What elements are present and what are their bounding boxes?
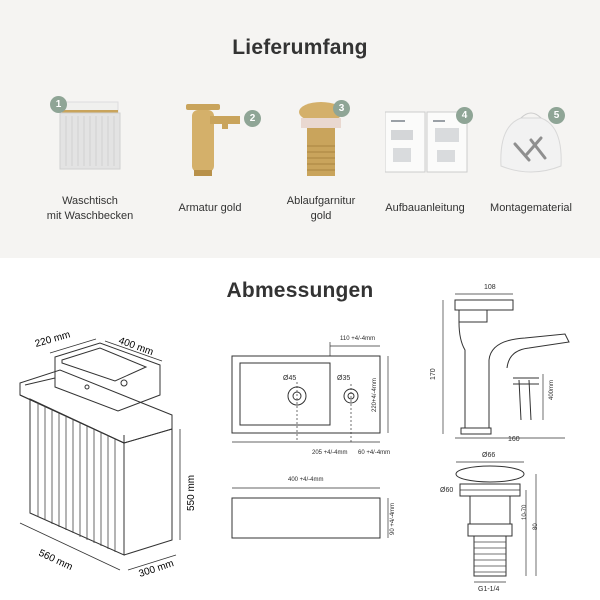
top-height-label: 220+4/-4mm bbox=[372, 378, 378, 412]
drain-plug-icon bbox=[281, 96, 361, 186]
faucet-top-label: 108 bbox=[484, 284, 496, 291]
scope-item-manual: 4 Aufbauanleitung bbox=[365, 96, 485, 256]
faucet-base-label: 160 bbox=[508, 436, 520, 443]
vanity-cabinet-icon bbox=[50, 96, 130, 186]
item-caption: Montagematerial bbox=[471, 201, 591, 216]
cabinet-labels: 220 mm 400 mm 550 mm 560 mm 300 mm bbox=[34, 329, 197, 580]
manual-icon bbox=[384, 96, 468, 186]
caption-line: Ablaufgarnitur bbox=[286, 195, 356, 207]
caption-line: Montagematerial bbox=[490, 202, 572, 214]
drain-thread-label: G1-1/4 bbox=[478, 586, 500, 593]
left-offset-label: 205 +4/-4mm bbox=[312, 450, 348, 456]
item-caption: Ablaufgarnitur gold bbox=[261, 194, 381, 224]
basin-width-label: 400 mm bbox=[117, 335, 155, 358]
drain-mid-label: Ø60 bbox=[440, 487, 454, 494]
basin-front-drawing bbox=[231, 487, 389, 539]
hardware-bag-icon bbox=[491, 96, 571, 186]
faucet-height-label: 170 bbox=[430, 368, 437, 380]
front-height-label: 90 +4/-4mm bbox=[390, 502, 396, 535]
faucet-drawing bbox=[442, 293, 570, 439]
item-number-badge: 2 bbox=[244, 110, 261, 127]
hole-2-label: Ø35 bbox=[337, 375, 351, 382]
drain-range-label: 10-70 bbox=[522, 504, 528, 520]
faucet-icon bbox=[170, 96, 250, 186]
scope-item-faucet: 2 Armatur gold bbox=[150, 96, 270, 256]
caption-line: gold bbox=[310, 210, 332, 222]
caption-line: Aufbauanleitung bbox=[385, 202, 465, 214]
drain-top-label: Ø66 bbox=[482, 452, 496, 459]
scope-item-drain: 3 Ablaufgarnitur gold bbox=[261, 96, 381, 256]
scope-item-hardware: 5 Montagematerial bbox=[471, 96, 591, 256]
item-number-badge: 3 bbox=[333, 100, 350, 117]
item-caption: Waschtisch mit Waschbecken bbox=[30, 194, 150, 224]
width-label: 560 mm bbox=[37, 548, 74, 573]
cabinet-drawing bbox=[19, 338, 181, 571]
item-number-badge: 1 bbox=[50, 96, 67, 113]
drain-drawing bbox=[455, 461, 537, 583]
drain-total-label: 80 bbox=[533, 523, 539, 530]
item-caption: Aufbauanleitung bbox=[365, 201, 485, 216]
dimensions-title: Abmessungen bbox=[226, 279, 374, 302]
item-number-badge: 5 bbox=[548, 107, 565, 124]
hole-1-label: Ø45 bbox=[283, 375, 297, 382]
basin-top-drawing bbox=[231, 342, 389, 443]
caption-line: Armatur gold bbox=[178, 202, 242, 214]
height-label: 550 mm bbox=[186, 475, 197, 511]
front-width-label: 400 +4/-4mm bbox=[288, 477, 324, 483]
item-caption: Armatur gold bbox=[150, 201, 270, 216]
scope-title: Lieferumfang bbox=[232, 36, 368, 59]
top-overall-label: 110 +4/-4mm bbox=[340, 336, 376, 342]
caption-line: Waschtisch bbox=[62, 195, 118, 207]
item-number-badge: 4 bbox=[456, 107, 473, 124]
right-offset-label: 60 +4/-4mm bbox=[358, 450, 391, 456]
scope-item-vanity: 1 Waschtisch mit Waschbecken bbox=[30, 96, 150, 256]
caption-line: mit Waschbecken bbox=[46, 210, 134, 222]
depth-label: 300 mm bbox=[138, 558, 176, 580]
hose-label: 400mm bbox=[549, 379, 555, 400]
basin-depth-label: 220 mm bbox=[34, 329, 72, 350]
